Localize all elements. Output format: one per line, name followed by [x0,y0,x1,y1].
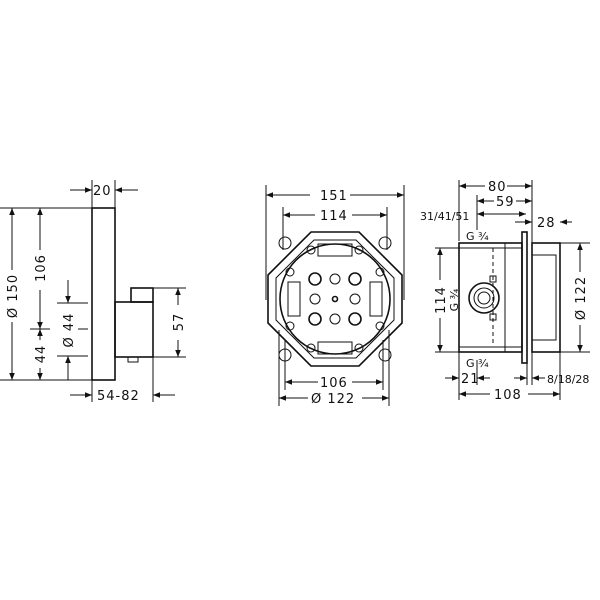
mounting-ring [279,243,391,355]
dim-offset-21: 21 [461,372,480,387]
dim-plate-depth: 20 [93,184,112,199]
dim-width-106: 106 [320,376,348,391]
dim-height-106: 106 [34,254,49,282]
dim-diameter-122-box: Ø 122 [574,276,589,320]
dim-diameter-150: Ø 150 [6,274,21,318]
dim-offset-44: 44 [34,345,49,364]
dim-body-height-57: 57 [172,313,187,332]
dim-depth-options: 31/41/51 [420,210,469,223]
dim-diameter-122: Ø 122 [311,392,355,407]
dim-depth-80: 80 [488,180,507,195]
thread-bottom: G ¾ [466,357,489,370]
mounting-lugs [278,236,392,362]
body-nub [127,356,139,363]
dim-diameter-44: Ø 44 [62,313,77,348]
thread-top: G ¾ [466,230,489,243]
dim-height-114: 114 [434,286,449,314]
dim-width-151: 151 [320,189,348,204]
dim-plaster-options: 8/18/28 [547,373,589,386]
dim-width-114: 114 [320,209,348,224]
thermostat-body [114,301,154,358]
thread-side: G ¾ [448,288,461,311]
mounting-frame [267,231,403,367]
outlet-port [468,282,500,314]
mounting-plate [521,231,528,364]
dim-depth-59: 59 [496,195,515,210]
box-view: 80 59 31/41/51 28 G ¾ 114 G ¾ [420,180,590,403]
thermostat-knob [130,287,154,303]
side-view: 20 Ø 150 106 44 Ø 44 57 54-82 [0,180,187,404]
dim-depth-range: 54-82 [97,389,140,404]
port-holes [308,272,362,326]
dim-total-108: 108 [494,388,522,403]
cover-plate [91,207,116,381]
dim-depth-28: 28 [537,216,556,231]
front-view: 151 114 106 Ø 122 [265,185,405,407]
